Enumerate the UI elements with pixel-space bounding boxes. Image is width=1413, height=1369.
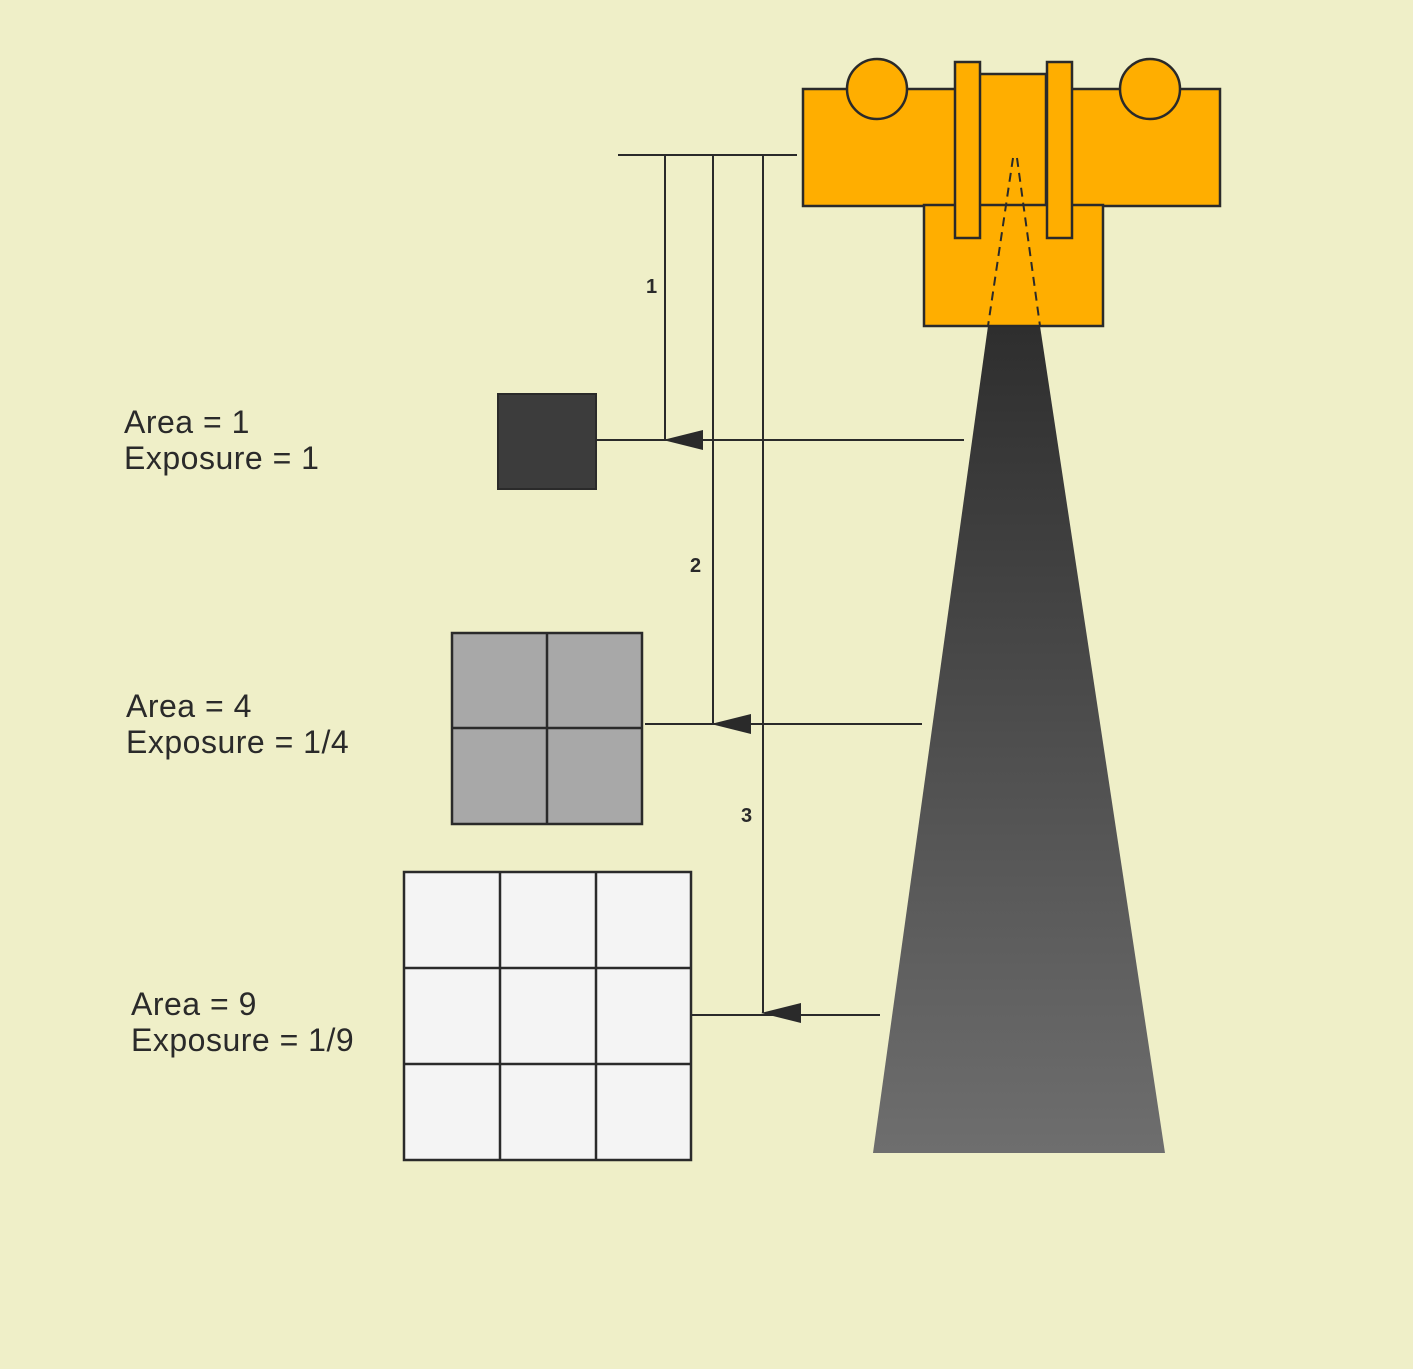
exposure-label-2: Exposure = 1/4: [126, 724, 349, 760]
tube-knob-left: [845, 57, 909, 121]
exposure-area-4: [450, 631, 644, 826]
exposure-area-9: [402, 870, 693, 1162]
distance-label-1: 1: [646, 276, 657, 298]
distance-label-3: 3: [741, 805, 752, 827]
area-label-1: Area = 1: [124, 404, 250, 440]
area-label-2: Area = 4: [126, 688, 252, 724]
tube-port-dashed-lines: [987, 157, 1041, 327]
tube-collimator: [922, 203, 1105, 328]
exposure-label-3: Exposure = 1/9: [131, 1022, 354, 1058]
exposure-label-1: Exposure = 1: [124, 440, 319, 476]
level-lines: [597, 439, 964, 1016]
xray-tube: [801, 57, 1222, 328]
tube-knob-right: [1118, 57, 1182, 121]
xray-beam: [873, 326, 1165, 1153]
tube-post-right: [1045, 60, 1074, 240]
exposure-area-1: [497, 393, 597, 490]
tube-post-left: [953, 60, 982, 240]
distance-label-2: 2: [690, 555, 701, 577]
area-label-3: Area = 9: [131, 986, 257, 1022]
